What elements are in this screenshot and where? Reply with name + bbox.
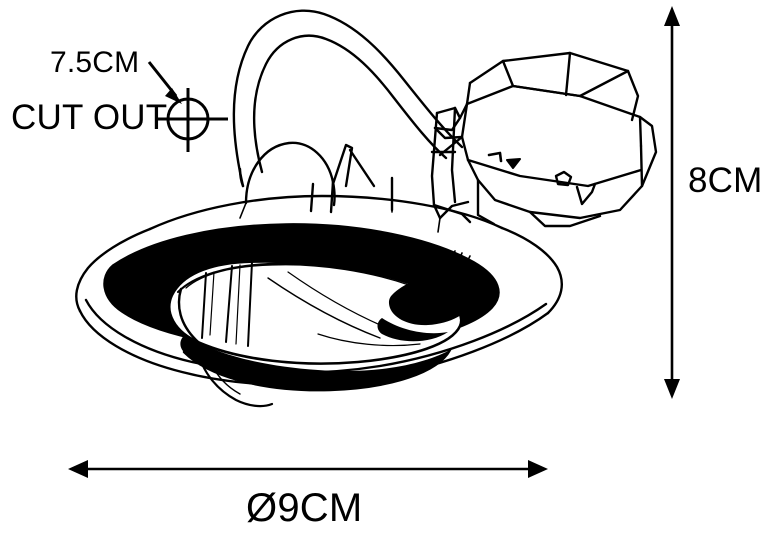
socket-seam-left [309, 182, 315, 213]
leader-arrow-icon [147, 61, 182, 104]
reflector-specular-1 [267, 277, 381, 339]
reflector-chrome-fleck-3 [401, 312, 416, 322]
reflector-chrome-blotch-main [388, 275, 475, 326]
reflector-chrome-fleck-2 [432, 260, 446, 269]
reflector-chrome-fleck-1 [455, 264, 470, 276]
cutout-size-label: 7.5CM [50, 46, 140, 79]
spring-clip-outer-arch [232, 9, 464, 188]
terminal-block-cap-seam [564, 51, 572, 97]
reflector-facet-highlight-1 [209, 271, 215, 336]
terminal-block-front-lower-edge [466, 158, 643, 188]
terminal-block-left-lower [438, 135, 464, 157]
socket-tab [331, 143, 354, 188]
reflector-specular-3 [317, 333, 421, 347]
reflector-hinge-tail [194, 342, 274, 408]
diameter-dimension-label: Ø9CM [246, 486, 363, 530]
terminal-mark-hook [575, 182, 597, 206]
leader-arrow-head [165, 88, 182, 104]
terminal-block-base-right [528, 210, 602, 228]
reflector-facet-highlight-2 [235, 264, 241, 345]
reflector-front-lip-outline [182, 348, 452, 392]
height-dimension-arrow [664, 6, 680, 399]
terminal-block-right-shoulder [638, 115, 658, 188]
reflector-left-wall [177, 287, 242, 367]
height-dimension-arrowhead-bottom [664, 379, 680, 399]
aperture-opening-outline [103, 223, 500, 351]
reflector-facet-2 [225, 265, 233, 343]
aperture-hatch-texture [401, 248, 471, 268]
reflector-front-lip-shadow [180, 334, 450, 391]
diameter-dimension-arrowhead-left [68, 460, 88, 478]
diameter-dimension-arrowhead-right [528, 460, 548, 478]
spring-clip-inner-arch [253, 34, 448, 174]
construction-line-far-right [437, 217, 441, 233]
terminal-block-front-face [460, 102, 644, 220]
reflector-top-edge [177, 262, 425, 293]
trim-cone-left-flange [75, 227, 152, 313]
reflector-top-edge-inner [185, 264, 413, 289]
reflector-cup-body [168, 260, 463, 365]
trim-cone-right-flange [500, 226, 563, 315]
terminal-block-front-top [465, 84, 643, 148]
terminal-block-left-step [433, 106, 462, 132]
height-dimension-label: 8CM [688, 161, 763, 200]
terminal-mark-check [506, 158, 521, 169]
downlight-illustration [75, 9, 658, 408]
crosshair-target-icon [157, 88, 228, 152]
terminal-block-base-left [438, 200, 470, 220]
reflector-facet-3 [247, 261, 253, 347]
height-dimension-arrowhead-top [664, 6, 680, 26]
socket-bracket-edge [348, 148, 376, 188]
cutout-text-label: CUT OUT [11, 98, 168, 137]
reflector-hinge-tail-inner [205, 345, 241, 395]
diameter-dimension-arrow [68, 460, 548, 478]
terminal-block-top-face [468, 51, 640, 122]
terminal-mark-pentagon [554, 170, 573, 187]
gimbal-arm-left [430, 111, 442, 220]
trim-cone-upper-contour [148, 194, 504, 231]
lamp-socket-dome [244, 141, 336, 207]
reflector-facet-1 [201, 272, 207, 339]
terminal-block-left-flange [433, 126, 464, 140]
spring-clip-left-leg [238, 167, 245, 188]
terminal-mark-dash [487, 151, 503, 163]
construction-line-left [239, 202, 247, 219]
reflector-chrome-blotch-tail [377, 318, 448, 342]
